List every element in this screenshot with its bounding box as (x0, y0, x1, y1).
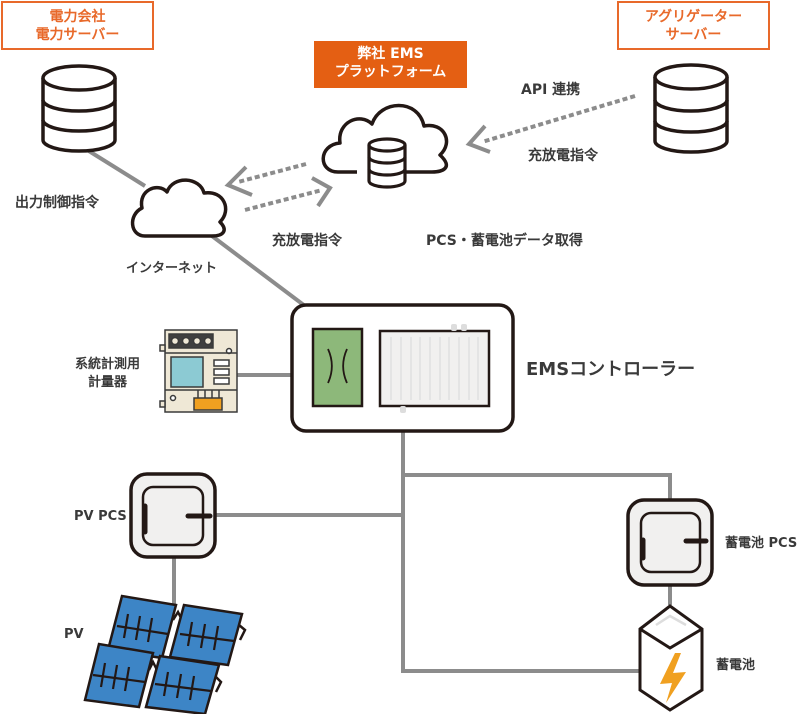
internet-label: インターネット (126, 261, 218, 276)
pv-panel (144, 654, 221, 714)
battery-pcs-icon (626, 498, 714, 587)
pv-pcs-label: PV PCS (74, 509, 127, 524)
aggregator-server-label-line2: サーバー (665, 27, 722, 43)
meter-label-line2: 計量器 (88, 375, 128, 390)
ems-platform-label-line2: プラットフォーム (334, 64, 447, 80)
arrowhead-right-icon (311, 176, 333, 208)
aggregator-server-label-line1: アグリゲーター (644, 9, 743, 25)
ems-controller-icon (290, 303, 515, 433)
internet-cloud-icon (130, 178, 228, 238)
battery-pcs-label: 蓄電池 PCS (725, 536, 798, 551)
connection-lines (66, 136, 672, 673)
api-link-label: API 連携 (521, 82, 581, 98)
ems-platform-label-line1: 弊社 EMS (357, 46, 424, 62)
arrow-platform-to-internet (237, 162, 307, 184)
line-internet-to-controller (210, 234, 307, 308)
ems-platform-label-box: 弊社 EMS プラットフォーム (314, 41, 467, 88)
pv-pcs-icon (129, 472, 217, 559)
dotted-arrows (224, 94, 636, 212)
arrow-internet-to-platform (244, 188, 323, 212)
line-controller-to-battery-pcs (401, 432, 672, 500)
charge-command-internet-label: 充放電指令 (272, 233, 342, 249)
battery-label: 蓄電池 (716, 658, 756, 673)
ems-controller-label: EMSコントローラー (526, 359, 696, 380)
arrowhead-left-icon (224, 165, 253, 197)
pv-label: PV (64, 627, 84, 642)
output-control-label: 出力制御指令 (15, 195, 99, 211)
data-acquisition-label: PCS・蓄電池データ取得 (426, 233, 583, 249)
pv-cell-grid (92, 613, 235, 701)
solar-panel-icon (83, 594, 247, 714)
line-controller-to-pv-pcs (215, 475, 405, 517)
utility-server-label-line2: 電力サーバー (35, 27, 120, 43)
platform-cloud-icon (321, 103, 449, 189)
platform-database-icon (367, 137, 407, 189)
arrow-aggregator-to-platform (481, 94, 636, 144)
pv-panel (83, 642, 155, 709)
controller-vents (390, 337, 479, 400)
utility-database-icon (41, 64, 117, 153)
aggregator-server-label-box: アグリゲーター サーバー (617, 1, 770, 50)
lightning-bolt-icon (660, 653, 686, 703)
charge-command-aggregator-label: 充放電指令 (528, 148, 598, 164)
aggregator-database-icon (653, 63, 729, 154)
power-meter-icon (159, 329, 238, 413)
line-controller-to-battery (401, 515, 640, 673)
battery-icon (638, 604, 704, 712)
meter-label-line1: 系統計測用 (75, 357, 141, 372)
utility-server-label-box: 電力会社 電力サーバー (1, 1, 154, 50)
utility-server-label-line1: 電力会社 (49, 9, 106, 25)
arrowhead-left-icon (465, 124, 491, 154)
meter-label: 系統計測用 計量器 (75, 356, 140, 392)
